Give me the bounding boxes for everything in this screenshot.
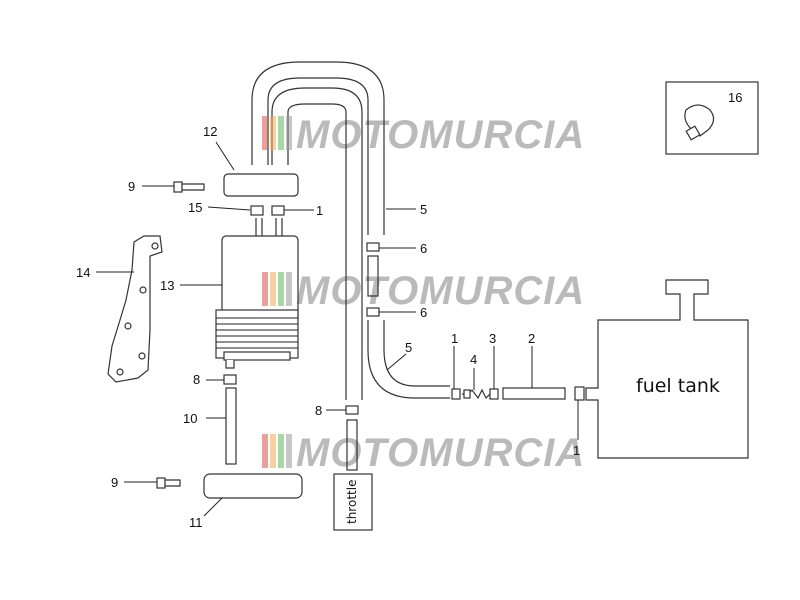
throttle-body <box>333 473 373 531</box>
callout-3: 3 <box>489 331 496 346</box>
fitting-1-valve-left <box>451 388 461 400</box>
clamp-12 <box>223 173 299 197</box>
check-valve-4 <box>462 388 494 400</box>
callout-8-lower: 8 <box>315 403 322 418</box>
fitting-8-left <box>223 374 237 385</box>
callout-11: 11 <box>189 515 203 530</box>
hose-u-inner <box>271 87 363 165</box>
watermark-top: MOTOMURCIA <box>262 113 585 157</box>
fitting-6-top <box>366 242 380 252</box>
hose-2 <box>502 387 566 400</box>
callout-1-tank: 1 <box>573 443 580 458</box>
hose-5-vertical <box>367 150 385 235</box>
hose-5-curved <box>367 320 450 399</box>
fitting-3 <box>489 388 499 400</box>
fitting-1-canister <box>271 205 285 216</box>
callout-2: 2 <box>528 331 535 346</box>
bracket-14 <box>107 235 163 383</box>
callout-6-lower: 6 <box>420 305 427 320</box>
bracket-hole-5 <box>116 368 124 376</box>
callout-1-valve: 1 <box>451 331 458 346</box>
screw-9-top <box>173 181 205 193</box>
watermark-text-top: MOTOMURCIA <box>296 113 585 157</box>
fuel-tank-label: fuel tank <box>636 375 720 397</box>
callout-5-curved: 5 <box>405 340 412 355</box>
callout-5-top: 5 <box>420 202 427 217</box>
fitting-1-tank <box>574 386 585 401</box>
callout-9-bottom: 9 <box>111 475 118 490</box>
callout-15: 15 <box>188 200 202 215</box>
clamp-11 <box>203 473 303 499</box>
bracket-hole-2 <box>139 286 147 294</box>
callout-12: 12 <box>203 124 217 139</box>
callout-14: 14 <box>76 265 90 280</box>
bracket-hole-3 <box>124 322 132 330</box>
callout-13: 13 <box>160 278 174 293</box>
watermark-bottom: MOTOMURCIA <box>262 431 585 475</box>
bracket-hole-4 <box>138 352 146 360</box>
screw-9-bottom <box>156 477 181 489</box>
hose-short-segment <box>367 255 379 297</box>
callout-10: 10 <box>183 411 197 426</box>
leader-lines <box>96 141 579 517</box>
callout-6-top: 6 <box>420 241 427 256</box>
fitting-8-lower <box>345 405 359 415</box>
watermark-text-middle: MOTOMURCIA <box>296 269 585 313</box>
watermark-text-bottom: MOTOMURCIA <box>296 431 585 475</box>
throttle-label: throttle <box>345 480 359 524</box>
hose-to-throttle <box>346 419 358 471</box>
callout-8-left: 8 <box>193 372 200 387</box>
bracket-hole-1 <box>151 242 159 250</box>
callout-4: 4 <box>470 352 477 367</box>
callout-16: 16 <box>728 90 742 105</box>
callout-9-top: 9 <box>128 179 135 194</box>
fuel-tank <box>585 279 749 459</box>
watermark-middle: MOTOMURCIA <box>262 269 585 313</box>
hose-10 <box>225 387 237 465</box>
fitting-15 <box>250 205 264 216</box>
callout-1-canister: 1 <box>316 203 323 218</box>
hose-throttle-long <box>345 150 363 400</box>
clip-16-icon <box>684 104 715 141</box>
carbon-canister-13 <box>215 218 299 369</box>
